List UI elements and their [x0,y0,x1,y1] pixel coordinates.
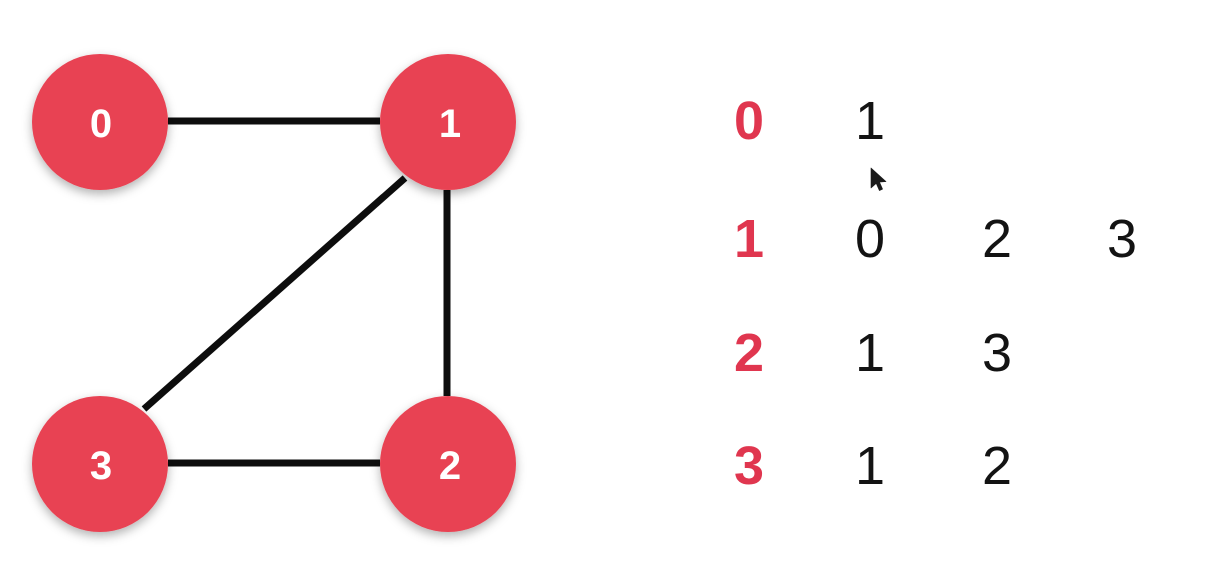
adjacency-key-1: 1 [733,209,765,269]
node-circle-1[interactable] [380,54,516,190]
adjacency-list-panel: 0 1 1 0 2 3 2 1 3 3 1 2 [690,0,1205,571]
graph-edges [141,117,451,467]
node-circle-2[interactable] [380,396,516,532]
node-label-0: 0 [90,102,112,146]
node-label-1: 1 [439,102,461,146]
node-label-3: 3 [90,444,112,488]
adjacency-key-3: 3 [733,436,765,496]
graph-diagram-panel: 0 1 2 3 [0,0,600,571]
node-circle-0[interactable] [32,54,168,190]
adjacency-row-2: 2 1 3 [690,310,1205,400]
graph-node-2[interactable]: 2 [380,396,516,532]
adjacency-row-3: 3 1 2 [690,423,1205,513]
adjacency-value-3-0: 1 [854,436,886,496]
adjacency-value-3-1: 2 [981,436,1013,496]
adjacency-value-2-1: 3 [981,323,1013,383]
adjacency-key-2: 2 [733,323,765,383]
adjacency-row-0: 0 1 [690,78,1205,168]
graph-node-0[interactable]: 0 [32,54,168,190]
adjacency-value-1-2: 3 [1106,209,1138,269]
adjacency-value-2-0: 1 [854,323,886,383]
node-label-2: 2 [439,444,461,488]
adjacency-value-0-0: 1 [854,91,886,151]
adjacency-value-1-0: 0 [854,209,886,269]
edge-1-3 [141,175,408,412]
adjacency-key-0: 0 [733,91,765,151]
adjacency-row-1: 1 0 2 3 [690,196,1205,286]
graph-node-3[interactable]: 3 [32,396,168,532]
node-circle-3[interactable] [32,396,168,532]
adjacency-value-1-1: 2 [981,209,1013,269]
graph-node-1[interactable]: 1 [380,54,516,190]
graph-canvas: 0 1 2 3 [32,54,516,532]
graph-nodes: 0 1 2 3 [32,54,516,532]
